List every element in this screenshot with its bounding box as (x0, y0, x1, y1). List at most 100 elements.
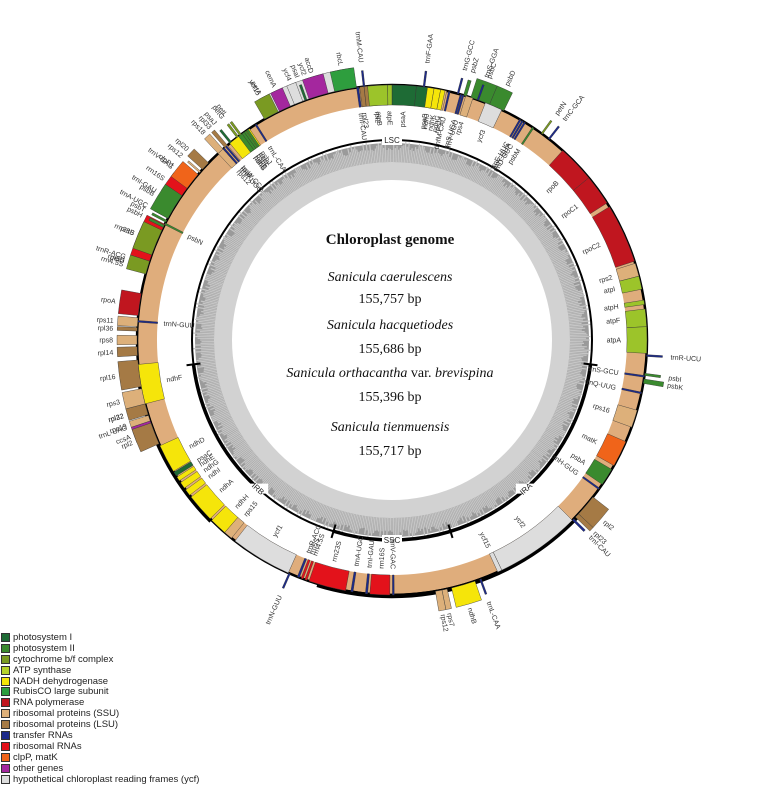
species-length-1: 155,757 bp (240, 292, 540, 308)
gene-rpl20 (188, 149, 209, 169)
legend-swatch-icon (1, 720, 10, 729)
legend-label: photosystem I (13, 632, 72, 643)
legend-swatch-icon (1, 753, 10, 762)
gene-label: rrn23S (331, 540, 343, 562)
legend-label: transfer RNAs (13, 730, 73, 741)
species-name-4: Sanicula tienmuensis (240, 420, 540, 436)
legend-label: clpP, matK (13, 752, 58, 763)
gene-label: atpE (386, 111, 393, 126)
gene-label: trnF-GAA (424, 33, 435, 64)
legend-label: ATP synthase (13, 665, 71, 676)
legend-item: cytochrome b/f complex (1, 654, 199, 665)
gene-psbI (645, 373, 661, 377)
gene-label: rps3 (106, 399, 121, 409)
legend-item: clpP, matK (1, 752, 199, 763)
gene-label: atpA (607, 338, 622, 345)
legend-swatch-icon (1, 731, 10, 740)
species-name-2: Sanicula hacquetiodes (240, 318, 540, 334)
gene-rpl16 (118, 360, 141, 390)
gene-label: rps8 (99, 338, 113, 345)
gene-label: atpH (603, 304, 619, 313)
legend-item: ribosomal proteins (SSU) (1, 708, 199, 719)
legend-swatch-icon (1, 644, 10, 653)
gene-label: ycf1 (272, 524, 285, 539)
gene-label: rrn16S (144, 165, 165, 183)
legend-item: photosystem II (1, 643, 199, 654)
legend-item: photosystem I (1, 632, 199, 643)
legend-label: cytochrome b/f complex (13, 654, 113, 665)
gene-rrn16S (370, 574, 390, 595)
genome-title: Chloroplast genome (240, 232, 540, 249)
gene-label: atpF (606, 318, 621, 326)
legend-swatch-icon (1, 677, 10, 686)
legend-swatch-icon (1, 764, 10, 773)
species-name-3: Sanicula orthacantha var. brevispina (200, 366, 580, 382)
gene-rbcL (330, 68, 356, 92)
gene-atpA (627, 327, 647, 354)
gene-label: ndhD (188, 437, 206, 451)
gene-label: rps16 (592, 403, 611, 415)
gene-label: psbK (667, 383, 684, 393)
gene-atpE (388, 85, 392, 105)
gene-rpoC2 (592, 207, 634, 268)
legend-label: other genes (13, 763, 63, 774)
gene-label: rpl2 (601, 519, 615, 532)
gene-rps8 (117, 335, 137, 345)
gene-label: trnL-CAA (485, 601, 502, 631)
gene-label: rpl16 (100, 374, 116, 383)
gene-psaA (392, 85, 416, 106)
gene-label: psaA (400, 111, 408, 128)
gene-atpF (625, 309, 646, 328)
legend-item: ATP synthase (1, 665, 199, 676)
legend-swatch-icon (1, 666, 10, 675)
gene-label: rpoC1 (560, 203, 580, 220)
species-length-2: 155,686 bp (240, 342, 540, 358)
gene-ycf2 (493, 506, 572, 570)
legend-label: RNA polymerase (13, 697, 84, 708)
gene-label: ycf15 (478, 531, 491, 549)
gene-label: rpoB (545, 180, 561, 196)
gene-label: trnM-CAU (353, 31, 363, 63)
species-name-3-var: var. (411, 366, 432, 381)
gene-label: rps11 (96, 317, 114, 325)
gene-trnF-GAA (423, 71, 427, 87)
gene-trnR-UCU (646, 355, 662, 358)
legend-item: transfer RNAs (1, 730, 199, 741)
species-name-1: Sanicula caerulescens (240, 270, 540, 286)
gene-trnC-GCA (548, 126, 559, 140)
legend-swatch-icon (1, 775, 10, 784)
gene-trnN-GUU (282, 573, 290, 588)
gene-psbZ (464, 80, 472, 96)
legend-item: hypothetical chloroplast reading frames … (1, 774, 199, 785)
gene-label: trnR-UCU (670, 355, 701, 364)
gene-label: psbN (186, 233, 204, 247)
legend-item: other genes (1, 763, 199, 774)
gene-label: rps2 (598, 274, 613, 285)
gene-label: trnI-GAU (367, 540, 377, 568)
gene-atpB (368, 85, 388, 106)
gene-label: ndhF (166, 375, 183, 385)
legend-swatch-icon (1, 633, 10, 642)
gene-label: trnA-UGC (354, 535, 366, 566)
gene-label: rpl36 (97, 325, 113, 333)
gene-label: trnN-GUU (265, 594, 284, 625)
gene-psbK (643, 379, 663, 387)
gene-label: rrn16S (379, 547, 387, 569)
gene-label: rpoA (100, 297, 116, 306)
legend-item: RNA polymerase (1, 697, 199, 708)
legend-label: RubisCO large subunit (13, 686, 109, 697)
gene-rps11 (117, 316, 138, 327)
species-length-4: 155,717 bp (240, 444, 540, 460)
gene-trnG-GCC (457, 78, 463, 94)
species-name-3-variety: brevispina (435, 366, 494, 381)
gene-label: ndhA (218, 478, 235, 494)
legend-swatch-icon (1, 655, 10, 664)
gene-label: trnN-GUU (163, 321, 195, 330)
gene-label: rbcL (334, 52, 343, 67)
gene-label: rpoC2 (582, 242, 602, 256)
gene-label: petB (119, 225, 135, 237)
gene-petN (541, 120, 552, 134)
legend-label: hypothetical chloroplast reading frames … (13, 774, 199, 785)
legend-swatch-icon (1, 709, 10, 718)
